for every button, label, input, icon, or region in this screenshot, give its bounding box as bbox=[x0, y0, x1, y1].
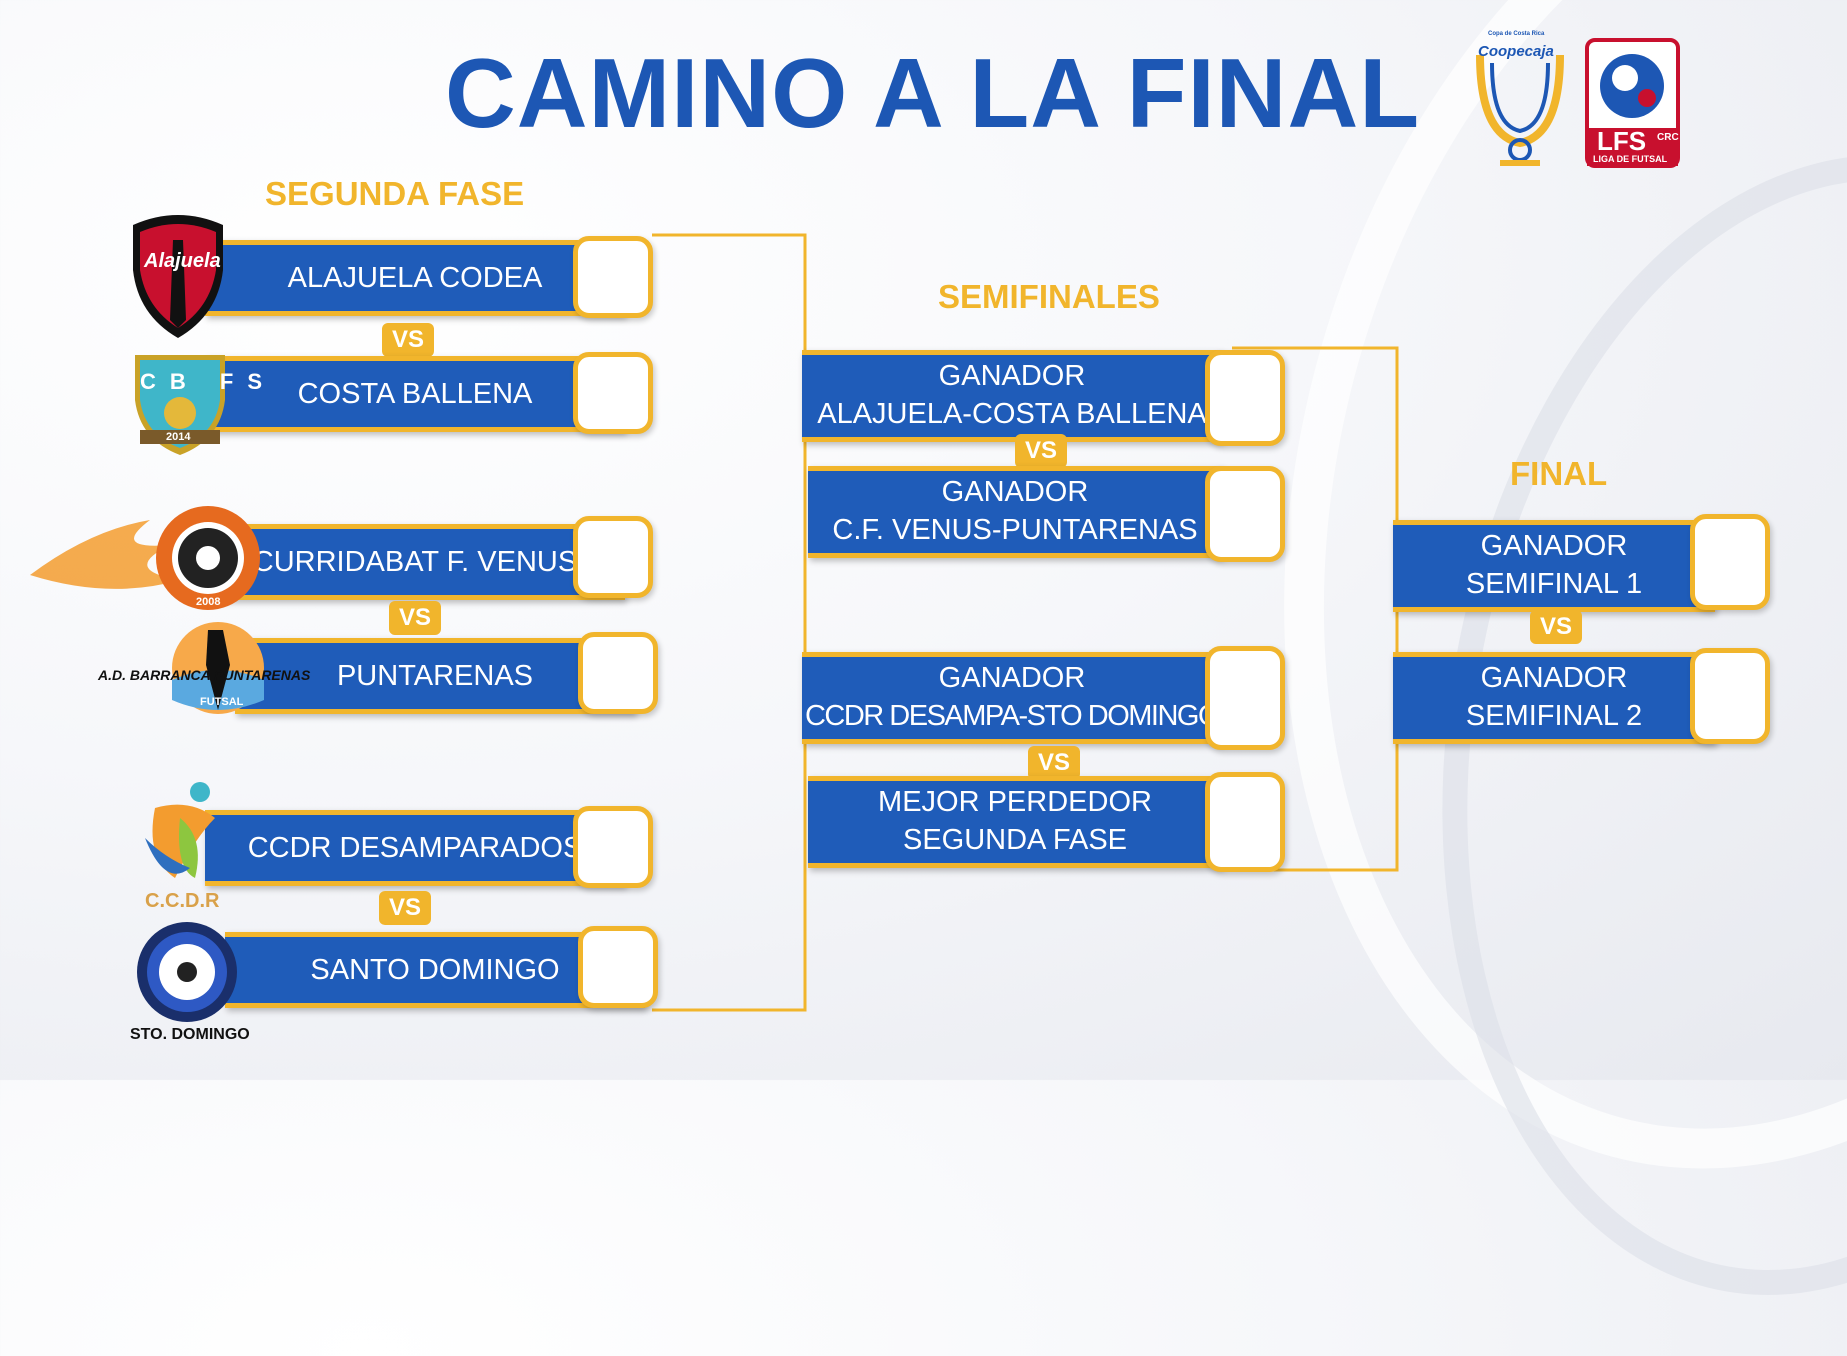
lfs-logo-side: CRC bbox=[1657, 132, 1679, 143]
team-curridabat-venus: CURRIDABAT F. VENUS bbox=[205, 524, 625, 600]
vs-badge: VS bbox=[1028, 746, 1080, 780]
score-box-semi-2b[interactable] bbox=[1205, 772, 1285, 872]
lfs-logo-text: LFS bbox=[1597, 126, 1647, 156]
semi-mejor-perdedor: MEJOR PERDEDOR SEGUNDA FASE bbox=[808, 776, 1222, 868]
final-heading: FINAL bbox=[1510, 455, 1608, 492]
score-box-puntarenas[interactable] bbox=[578, 632, 658, 714]
ccdr-crest-text: C.C.D.R bbox=[145, 890, 220, 912]
vs-badge: VS bbox=[1530, 610, 1582, 644]
lfs-logo: LFS CRC LIGA DE FUTSAL bbox=[1585, 38, 1680, 168]
score-box-semi-1b[interactable] bbox=[1205, 466, 1285, 562]
santo-domingo-crest-text: STO. DOMINGO bbox=[130, 1026, 250, 1043]
team-alajuela-codea: ALAJUELA CODEA bbox=[205, 240, 625, 316]
semi-line1: GANADOR bbox=[941, 476, 1089, 509]
final-ganador-semifinal-1: GANADOR SEMIFINAL 1 bbox=[1393, 520, 1715, 612]
semi-line1: MEJOR PERDEDOR bbox=[878, 786, 1152, 819]
coopecaja-logo-subtext: Copa de Costa Rica bbox=[1488, 31, 1545, 37]
vs-badge: VS bbox=[382, 323, 434, 357]
barranca-puntarenas-crest-text: A.D. BARRANCA PUNTARENAS bbox=[98, 667, 311, 683]
barranca-puntarenas-crest-icon: A.D. BARRANCA PUNTARENAS FUTSAL bbox=[98, 620, 313, 715]
alajuela-crest-text: Alajuela bbox=[144, 250, 221, 272]
final-line1: GANADOR bbox=[1480, 662, 1628, 695]
semi-line2: ALAJUELA-COSTA BALLENA bbox=[817, 398, 1207, 430]
page-title: CAMINO A LA FINAL bbox=[445, 38, 1421, 148]
score-box-costa-ballena[interactable] bbox=[573, 352, 653, 434]
vs-badge: VS bbox=[389, 601, 441, 635]
copa-trophy-logo: Coopecaja Copa de Costa Rica bbox=[1470, 31, 1570, 170]
semi-line2: SEGUNDA FASE bbox=[902, 824, 1127, 856]
team-ccdr-desamparados: CCDR DESAMPARADOS bbox=[205, 810, 625, 886]
costa-ballena-crest-year: 2014 bbox=[166, 431, 191, 443]
final-line2: SEMIFINAL 1 bbox=[1465, 568, 1643, 600]
vs-badge: VS bbox=[1015, 434, 1067, 468]
semi-ganador-venus-puntarenas: GANADOR C.F. VENUS-PUNTARENAS bbox=[808, 466, 1222, 558]
ccdr-crest-icon: C.C.D.R bbox=[135, 778, 235, 918]
final-line1: GANADOR bbox=[1480, 530, 1628, 563]
costa-ballena-crest-text: CB FS bbox=[140, 369, 276, 394]
score-box-curridabat[interactable] bbox=[573, 516, 653, 598]
team-puntarenas: PUNTARENAS bbox=[235, 638, 635, 714]
coopecaja-logo-text: Coopecaja bbox=[1478, 43, 1554, 60]
final-ganador-semifinal-2: GANADOR SEMIFINAL 2 bbox=[1393, 652, 1715, 744]
alajuela-crest-icon: Alajuela bbox=[128, 210, 228, 340]
semi-ganador-ccdr-sto-domingo: GANADOR CCDR DESAMPA-STO DOMINGO bbox=[802, 652, 1222, 744]
score-box-final-1[interactable] bbox=[1690, 514, 1770, 610]
barranca-puntarenas-crest-sub: FUTSAL bbox=[200, 696, 244, 708]
semi-ganador-alajuela-costa-ballena: GANADOR ALAJUELA-COSTA BALLENA bbox=[802, 350, 1222, 442]
team-santo-domingo: SANTO DOMINGO bbox=[225, 932, 645, 1008]
score-box-santo-domingo[interactable] bbox=[578, 926, 658, 1008]
team-costa-ballena: COSTA BALLENA bbox=[205, 356, 625, 432]
score-box-alajuela[interactable] bbox=[573, 236, 653, 318]
semi-line2: CCDR DESAMPA-STO DOMINGO bbox=[804, 700, 1221, 732]
segunda-fase-heading: SEGUNDA FASE bbox=[265, 175, 525, 212]
vs-badge: VS bbox=[379, 891, 431, 925]
curridabat-crest-year: 2008 bbox=[196, 596, 221, 608]
santo-domingo-crest-icon: STO. DOMINGO bbox=[130, 920, 250, 1050]
semi-line1: GANADOR bbox=[938, 662, 1086, 695]
costa-ballena-crest-icon: CB FS 2014 bbox=[130, 345, 262, 457]
score-box-semi-2a[interactable] bbox=[1205, 646, 1285, 750]
semi-line2: C.F. VENUS-PUNTARENAS bbox=[832, 514, 1198, 546]
lfs-logo-subtext: LIGA DE FUTSAL bbox=[1593, 154, 1668, 164]
score-box-ccdr[interactable] bbox=[573, 806, 653, 888]
score-box-semi-1a[interactable] bbox=[1205, 350, 1285, 446]
score-box-final-2[interactable] bbox=[1690, 648, 1770, 744]
semi-line1: GANADOR bbox=[938, 360, 1086, 393]
curridabat-crest-icon: 2008 bbox=[30, 500, 260, 615]
semifinales-heading: SEMIFINALES bbox=[938, 278, 1160, 315]
final-line2: SEMIFINAL 2 bbox=[1465, 700, 1643, 732]
